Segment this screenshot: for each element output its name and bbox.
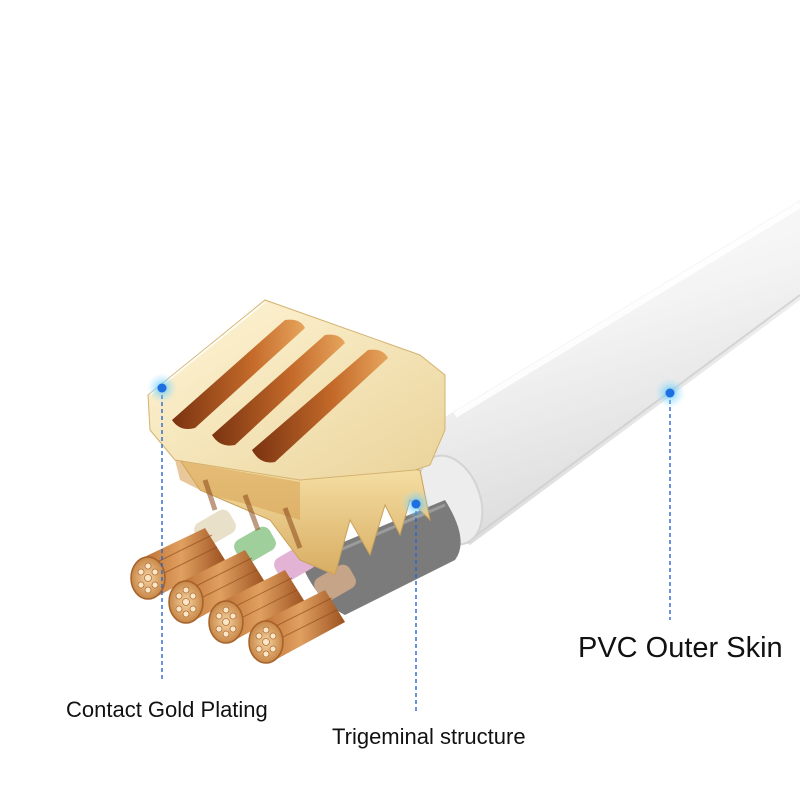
label-contact-gold-plating: Contact Gold Plating <box>66 697 268 722</box>
gold-contacts <box>147 299 446 576</box>
copper-strands <box>130 528 345 664</box>
callout-markers <box>147 373 685 519</box>
label-trigeminal-structure: Trigeminal structure <box>332 724 526 749</box>
marker-dot-skin <box>665 388 675 398</box>
marker-dot-contact <box>157 383 167 393</box>
marker-dot-structure <box>411 499 421 509</box>
label-pvc-outer-skin: PVC Outer Skin <box>578 632 783 664</box>
pvc-cable <box>416 200 800 546</box>
callout-leaders <box>161 388 671 712</box>
